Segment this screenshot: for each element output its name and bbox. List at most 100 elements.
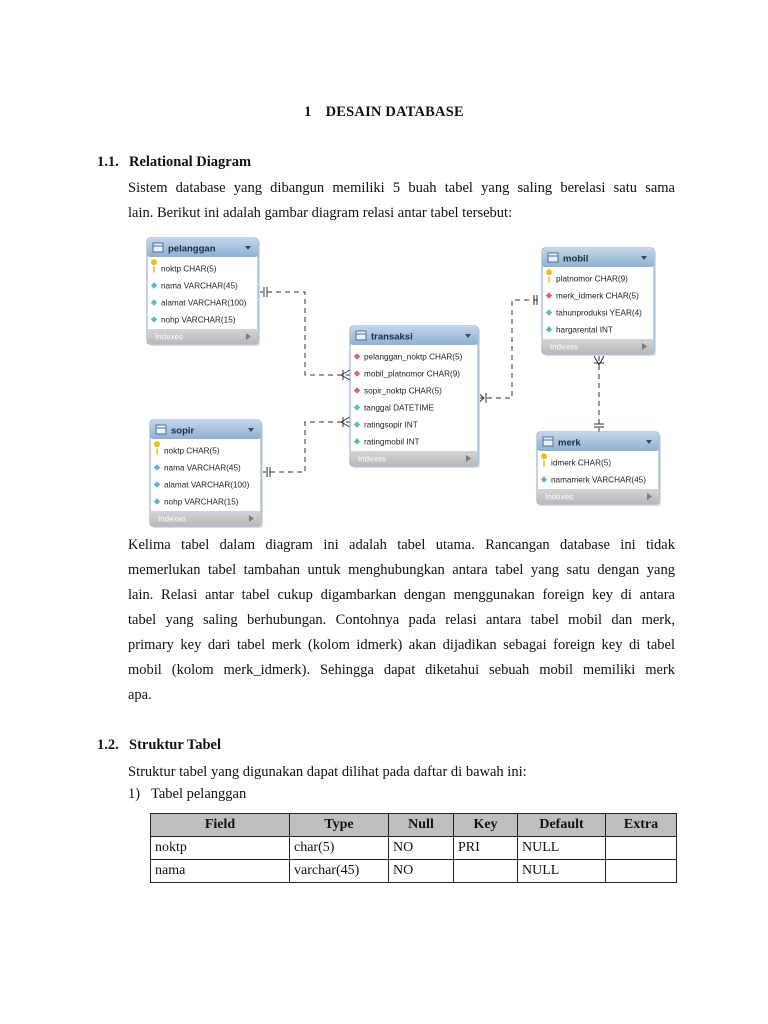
paragraph-line: lain. Relasi antar tabel cukup digambark…: [128, 587, 675, 603]
cardinality-marker: [263, 287, 268, 297]
paragraph-line: lain. Berikut ini adalah gambar diagram …: [128, 205, 513, 221]
foreign-key-icon: [353, 387, 361, 394]
foreign-key-icon: [353, 353, 361, 360]
er-diagram-canvas: pelanggan noktp CHAR(5) nama VARCHAR(45) al…: [146, 237, 661, 528]
chevron-right-icon: [647, 493, 652, 500]
table-cell: [605, 836, 677, 860]
entity-field: namamerk VARCHAR(45): [551, 476, 646, 485]
table-icon: [542, 436, 554, 447]
entity-field: sopir_noktp CHAR(5): [364, 387, 442, 396]
section-title: Struktur Tabel: [129, 737, 222, 753]
table-cell: NULL: [517, 859, 606, 883]
entity-field: nama VARCHAR(45): [161, 282, 238, 291]
column-header: Null: [388, 813, 454, 837]
entity-field: merk_idmerk CHAR(5): [556, 292, 639, 301]
body-paragraph: Kelima tabel dalam diagram ini adalah ta…: [128, 533, 675, 708]
entity-field: ratingsopir INT: [364, 421, 418, 430]
entity-header: [542, 248, 654, 267]
table-cell: [605, 859, 677, 883]
attribute-icon: [353, 421, 361, 428]
column-header: Key: [453, 813, 518, 837]
entity-title: transaksi: [371, 332, 413, 343]
key-icon: [154, 441, 160, 455]
entity-field: alamat VARCHAR(100): [161, 299, 247, 308]
entity-title: merk: [558, 438, 581, 449]
table-icon: [355, 330, 367, 341]
table-cell: varchar(45): [289, 859, 389, 883]
chevron-down-icon: [646, 440, 652, 444]
indexes-label: Indexes: [358, 455, 386, 464]
column-header: Field: [150, 813, 290, 837]
cardinality-marker: [266, 467, 271, 477]
attribute-icon: [353, 438, 361, 445]
table-icon: [547, 252, 559, 263]
section-heading-relational: 1.1.Relational Diagram: [97, 154, 251, 171]
foreign-key-icon: [353, 370, 361, 377]
entity-field: noktp CHAR(5): [161, 265, 217, 274]
indexes-label: Indexes: [158, 515, 186, 524]
attribute-icon: [150, 299, 158, 306]
entity-field: tanggal DATETIME: [364, 404, 434, 413]
entity-title: mobil: [563, 254, 588, 265]
entities: pelanggan noktp CHAR(5) nama VARCHAR(45) al…: [146, 237, 661, 528]
relationship-line: [261, 421, 350, 473]
cardinality-marker: [594, 423, 604, 428]
entity-field: tahunproduksi YEAR(4): [556, 309, 642, 318]
indexes-label: Indexes: [550, 343, 578, 352]
table-row: nama varchar(45) NO NULL: [150, 859, 677, 883]
entity-header: [147, 238, 258, 257]
entity-field: alamat VARCHAR(100): [164, 481, 250, 490]
paragraph-line: primary key dari tabel merk (kolom idmer…: [128, 637, 675, 653]
key-icon: [151, 259, 157, 273]
intro-paragraph: Sistem database yang dibangun memiliki 5…: [128, 176, 675, 226]
entity-field: ratingmobil INT: [364, 438, 420, 447]
chevron-right-icon: [246, 333, 251, 340]
cardinality-marker: [593, 355, 605, 367]
chevron-down-icon: [245, 246, 251, 250]
entity-field: pelanggan_noktp CHAR(5): [364, 353, 463, 362]
entity-pelanggan: pelanggan noktp CHAR(5) nama VARCHAR(45) al…: [146, 237, 260, 346]
column-header: Extra: [605, 813, 677, 837]
key-icon: [546, 269, 552, 283]
table-cell: NULL: [517, 836, 606, 860]
struktur-intro: Struktur tabel yang digunakan dapat dili…: [128, 760, 675, 785]
paragraph-line: apa.: [128, 687, 152, 703]
attribute-icon: [545, 309, 553, 316]
indexes-label: Indexes: [545, 493, 573, 502]
indexes-label: Indexes: [155, 333, 183, 342]
chevron-down-icon: [465, 334, 471, 338]
attribute-icon: [540, 476, 548, 483]
entity-header: [537, 432, 659, 451]
entity-field: nohp VARCHAR(15): [161, 316, 236, 325]
table-cell: noktp: [150, 836, 290, 860]
section-number: 1.1.: [97, 154, 119, 170]
foreign-key-icon: [545, 292, 553, 299]
indexes-bar: [537, 489, 659, 504]
relationship-lines: [258, 287, 605, 477]
relationship-line: [478, 299, 542, 399]
indexes-bar: [150, 511, 261, 526]
chevron-right-icon: [249, 515, 254, 522]
table-cell: PRI: [453, 836, 518, 860]
table-cell: [453, 859, 518, 883]
attribute-icon: [353, 404, 361, 411]
chevron-down-icon: [641, 256, 647, 260]
paragraph-line: Struktur tabel yang digunakan dapat dili…: [128, 764, 527, 780]
list-item-pelanggan: 1)Tabel pelanggan: [128, 786, 246, 803]
pelanggan-structure-table: Field Type Null Key Default Extra noktp …: [150, 813, 677, 883]
section-heading-struktur: 1.2. Struktur Tabel: [97, 737, 221, 754]
entity-field: platnomor CHAR(9): [556, 275, 628, 284]
column-header: Default: [517, 813, 606, 837]
entity-field: noktp CHAR(5): [164, 447, 220, 456]
entity-field: nohp VARCHAR(15): [164, 498, 239, 507]
entity-title: pelanggan: [168, 244, 216, 255]
attribute-icon: [150, 316, 158, 323]
indexes-bar: [350, 451, 478, 466]
chapter-number: 1: [304, 104, 312, 120]
section-number: 1.2.: [97, 737, 119, 753]
attribute-icon: [153, 464, 161, 471]
